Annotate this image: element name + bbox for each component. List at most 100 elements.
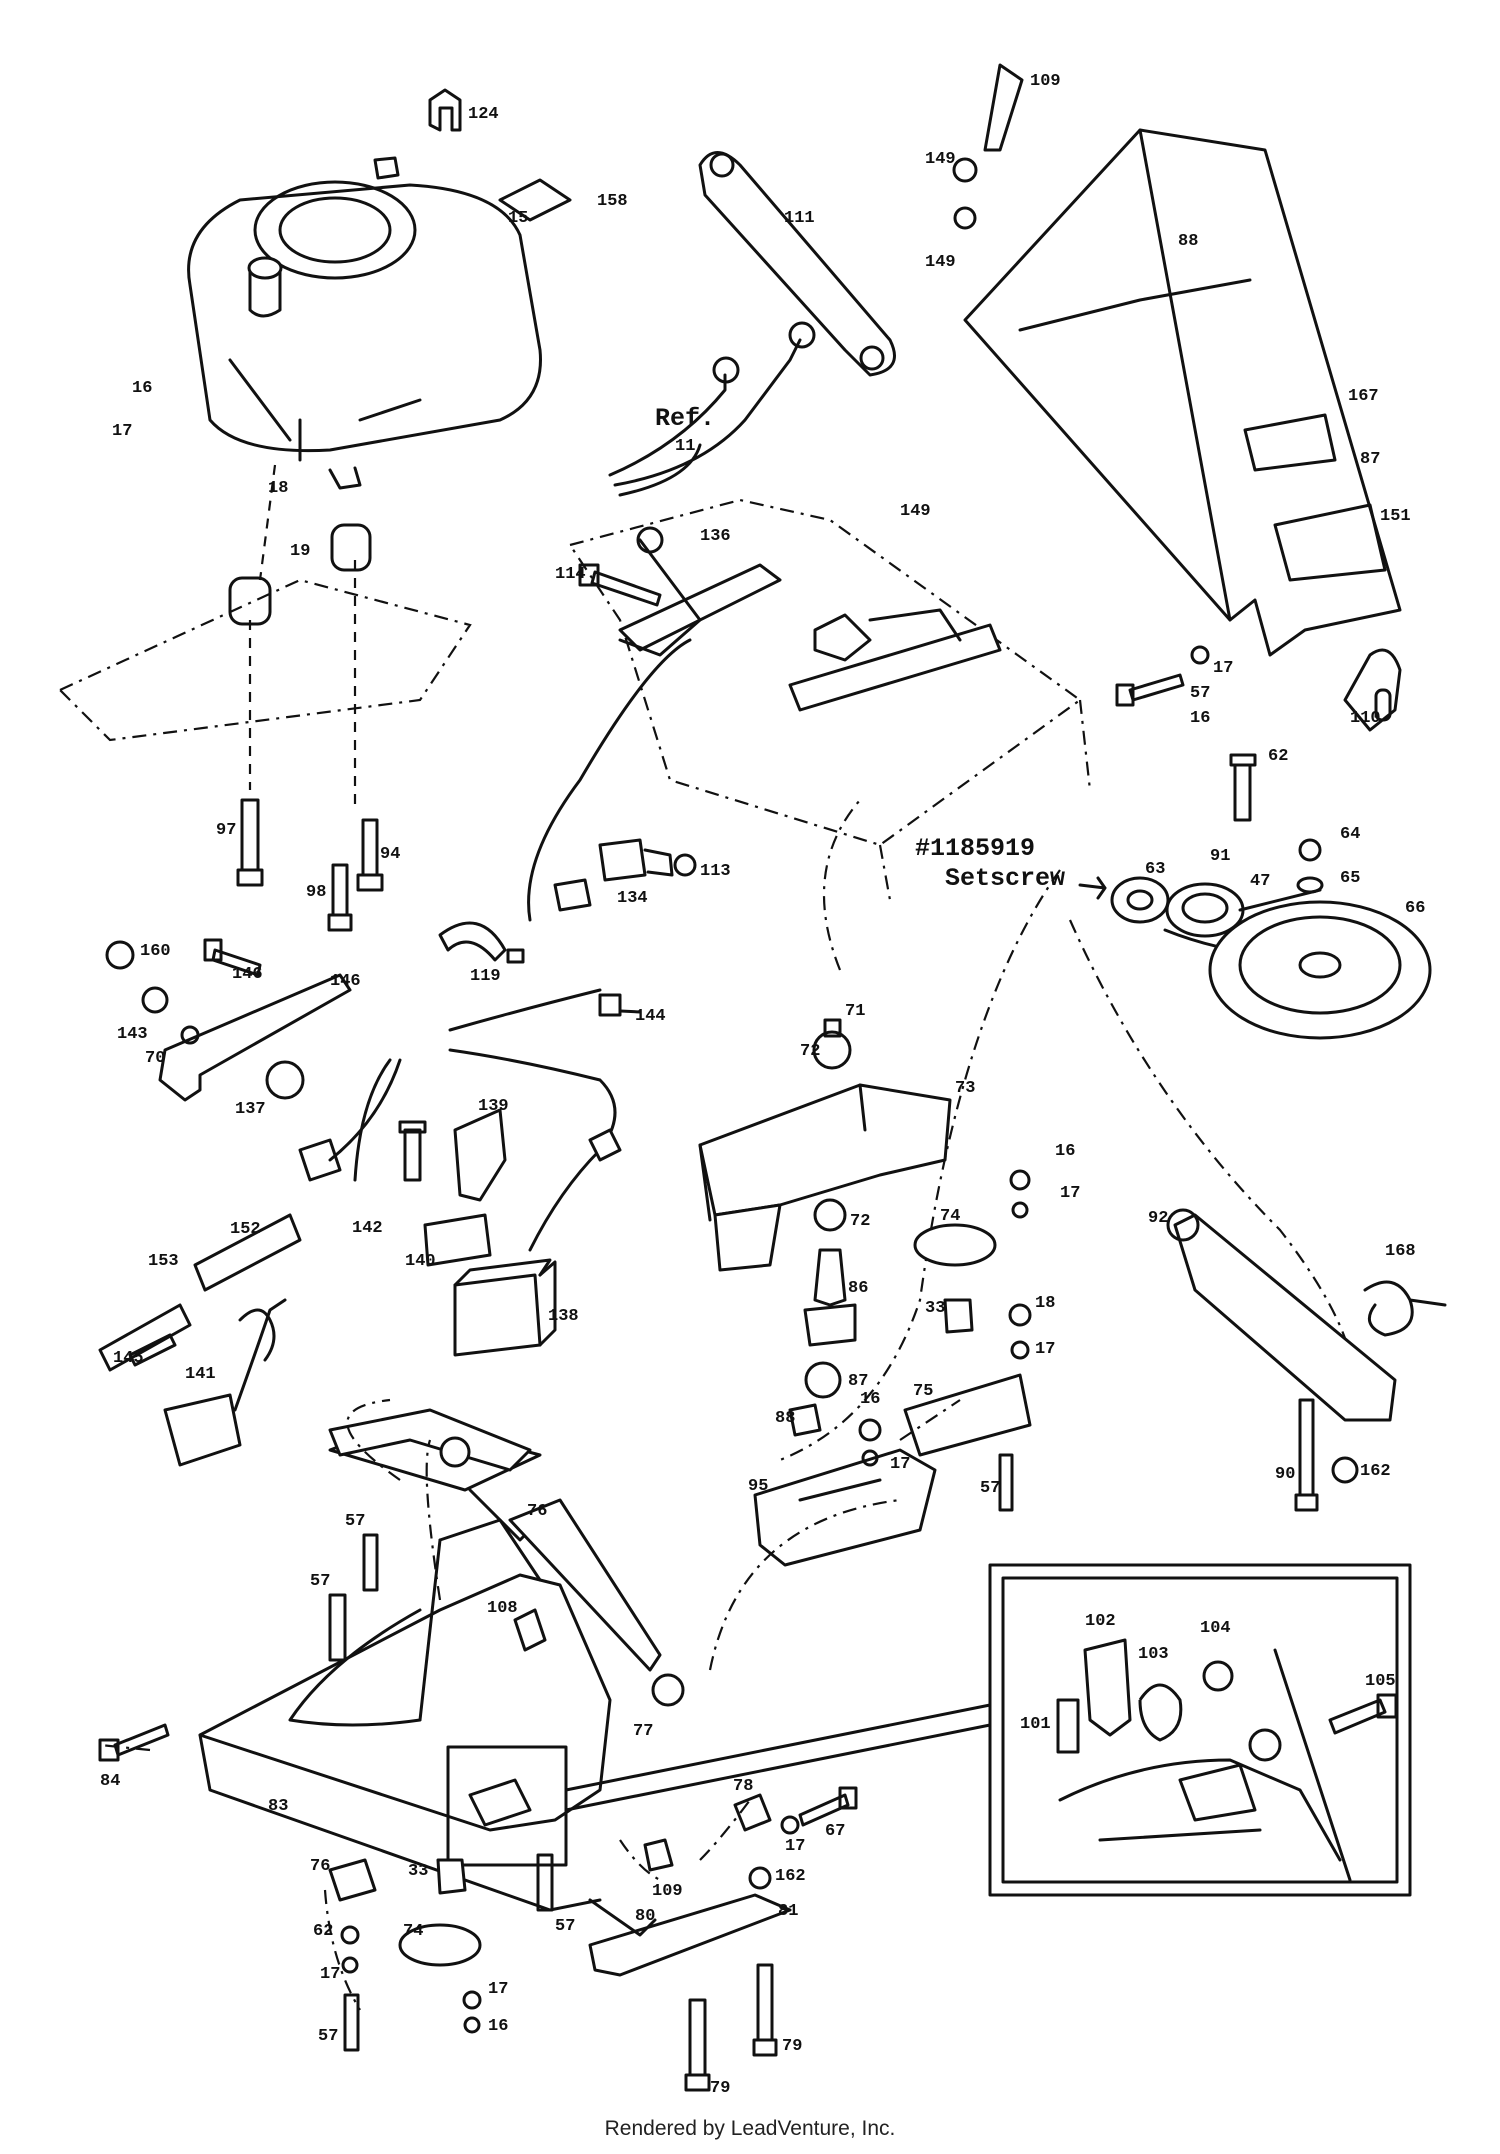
callout-57d: 57 — [310, 1572, 330, 1591]
decal-part-145[interactable] — [128, 1333, 177, 1367]
link-arm-part-111[interactable] — [698, 151, 896, 377]
spring-part-103[interactable] — [1138, 1683, 1183, 1742]
bolt-part-67[interactable] — [798, 1793, 850, 1827]
callout-17g: 17 — [320, 1965, 340, 1984]
bolt-part-57c[interactable] — [362, 1533, 379, 1592]
callout-65: 65 — [1340, 869, 1360, 888]
plate-part-75[interactable] — [903, 1373, 1032, 1457]
callout-136: 136 — [700, 527, 731, 546]
callout-95: 95 — [748, 1477, 768, 1496]
washer-part-74a[interactable] — [913, 1223, 997, 1267]
callout-84: 84 — [100, 1772, 120, 1791]
housing-part-73[interactable] — [698, 1083, 952, 1217]
bearing-part-72b[interactable] — [813, 1198, 847, 1232]
bearing-part-87[interactable] — [804, 1361, 842, 1399]
bolt-part-146[interactable] — [211, 948, 262, 977]
bolt-part-97[interactable] — [236, 798, 264, 887]
bolt-part-98[interactable] — [327, 863, 353, 932]
callout-101: 101 — [1020, 1715, 1051, 1734]
callout-17f: 17 — [785, 1837, 805, 1856]
callout-16d: 16 — [860, 1390, 880, 1409]
callout-139: 139 — [478, 1097, 509, 1116]
bolt-part-105[interactable] — [1328, 1698, 1387, 1735]
nut-part-143[interactable] — [141, 986, 169, 1014]
bolt-part-57d[interactable] — [328, 1593, 347, 1662]
idler-pulley-part-63[interactable] — [1110, 876, 1170, 924]
callout-87: 87 — [1360, 450, 1380, 469]
chute-part-88[interactable] — [963, 128, 1402, 657]
callout-18b: 18 — [1035, 1294, 1055, 1313]
shaft-part-86[interactable] — [803, 1248, 857, 1347]
solenoid-part-141[interactable] — [163, 1393, 242, 1467]
lever-part-92[interactable] — [1173, 1213, 1397, 1422]
decal-part-153[interactable] — [98, 1303, 192, 1372]
bolt-part-84[interactable] — [113, 1723, 170, 1757]
callout-63: 63 — [1145, 860, 1165, 879]
decal-part-158[interactable] — [498, 178, 572, 222]
bolt-part-90[interactable] — [1294, 1398, 1319, 1512]
clip-part-76b[interactable] — [328, 1858, 377, 1902]
pulley-part-65[interactable] — [1208, 900, 1432, 1040]
clip-part-110[interactable] — [1343, 648, 1402, 732]
bolt-part-79a[interactable] — [752, 1963, 778, 2057]
clip-part-139[interactable] — [453, 1108, 507, 1202]
bolt-part-79b[interactable] — [684, 1998, 711, 2092]
bolt-part-71[interactable] — [823, 1018, 842, 1038]
fitting-part-109b[interactable] — [643, 1838, 674, 1872]
callout-66: 66 — [1405, 899, 1425, 918]
bolt-part-57b[interactable] — [998, 1453, 1014, 1512]
frame-part-83[interactable] — [198, 1573, 612, 1832]
pad-part-140[interactable] — [423, 1213, 492, 1267]
bolt-part-57f[interactable] — [343, 1993, 360, 2052]
callout-119: 119 — [470, 967, 501, 986]
wire-harness-part-11[interactable] — [608, 338, 802, 497]
bushing-part-137[interactable] — [265, 1060, 305, 1100]
rod-part-77[interactable] — [508, 1498, 662, 1672]
plate-part-95[interactable] — [753, 1448, 937, 1567]
clip-part-108[interactable] — [513, 1608, 547, 1652]
washer-part-70[interactable] — [180, 1025, 200, 1045]
callout-17a: 17 — [112, 422, 132, 441]
clip-part-124[interactable] — [428, 88, 462, 132]
bracket-part-136[interactable] — [618, 563, 782, 652]
bolt-part-57e[interactable] — [536, 1853, 554, 1912]
engine-part[interactable] — [187, 156, 542, 490]
callout-158: 158 — [597, 192, 628, 211]
bolt-part-57-chute[interactable] — [1128, 673, 1185, 702]
spring-part-168[interactable] — [1363, 1280, 1447, 1337]
callout-91: 91 — [1210, 847, 1230, 866]
module-part-138[interactable] — [453, 1273, 542, 1357]
bolt-part-94[interactable] — [356, 818, 384, 892]
nut-part-162b[interactable] — [748, 1866, 772, 1890]
switch-part-134[interactable] — [598, 838, 647, 882]
bolt-part-142[interactable] — [398, 1120, 427, 1182]
callout-102: 102 — [1085, 1612, 1116, 1631]
nut-part-104[interactable] — [1202, 1660, 1234, 1692]
callout-19: 19 — [290, 542, 310, 561]
clip-part-88[interactable] — [788, 1403, 822, 1437]
nut-part-162a[interactable] — [1331, 1456, 1359, 1484]
callout-92: 92 — [1148, 1209, 1168, 1228]
bearing-part-72a[interactable] — [812, 1030, 852, 1070]
clip-part-78[interactable] — [733, 1793, 772, 1832]
washer-part-74b[interactable] — [398, 1923, 482, 1967]
l-bolt-part-109[interactable] — [983, 63, 1024, 152]
spacer-part-33a[interactable] — [943, 1298, 974, 1334]
callout-77: 77 — [633, 1722, 653, 1741]
decal-part-152[interactable] — [193, 1213, 302, 1292]
spacer-part-19a[interactable] — [228, 576, 272, 626]
callout-57e: 57 — [555, 1917, 575, 1936]
connector-plug[interactable] — [298, 1138, 342, 1182]
lever-part-80[interactable] — [588, 1893, 792, 1977]
retainer-part-102[interactable] — [1083, 1638, 1132, 1737]
bracket-part-146[interactable] — [158, 973, 352, 1102]
spacer-part-33b[interactable] — [436, 1858, 467, 1895]
bolt-part-114[interactable] — [590, 570, 662, 607]
spacer-part-19b[interactable] — [330, 523, 372, 572]
center-bracket[interactable] — [788, 623, 1002, 712]
nut-part-160[interactable] — [105, 940, 135, 970]
rod-part-101[interactable] — [1056, 1698, 1080, 1754]
bolt-part-62[interactable] — [1229, 753, 1257, 822]
connector-part-119[interactable] — [438, 921, 507, 962]
callout-87b: 87 — [848, 1372, 868, 1391]
